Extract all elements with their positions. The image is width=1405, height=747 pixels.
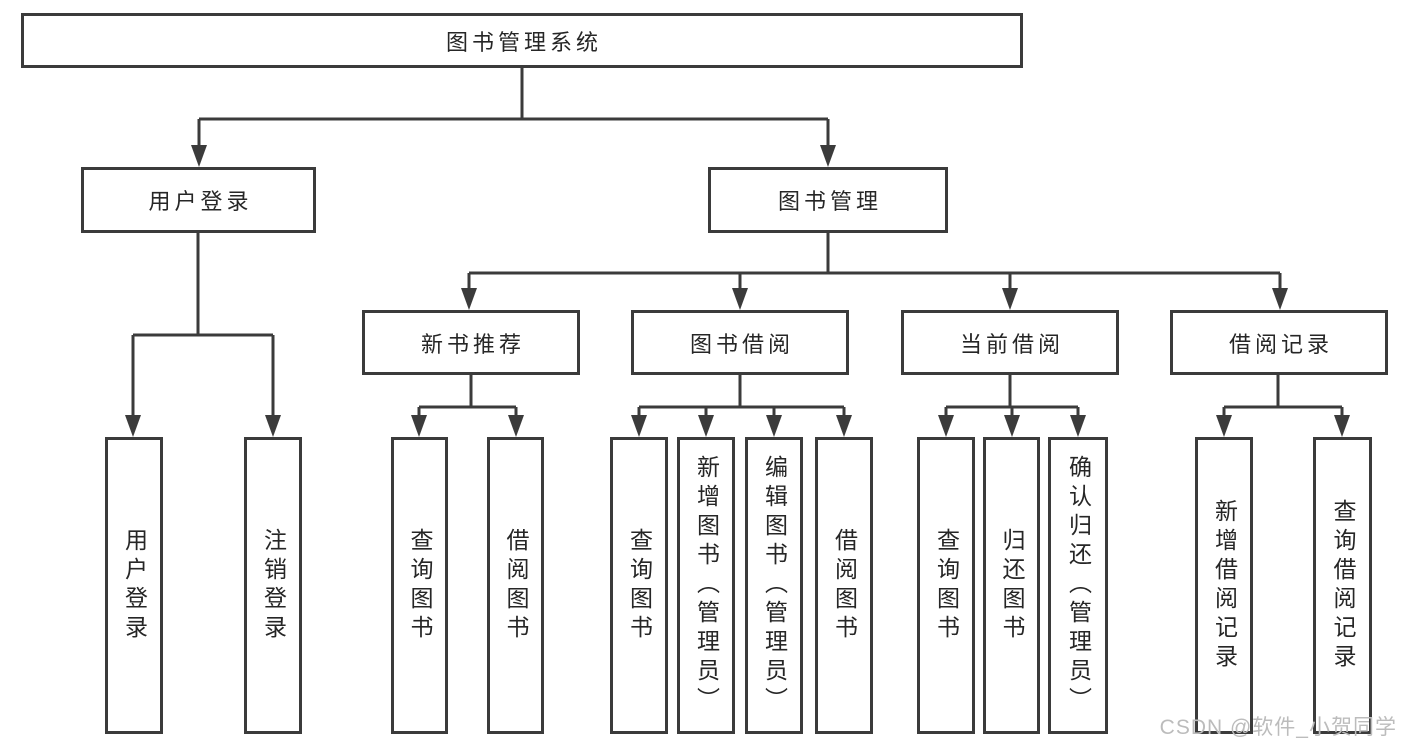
node-label: 借阅图书 [503, 527, 529, 644]
node-label: 图书管理 [777, 189, 882, 214]
node-label: 图书借阅 [689, 331, 794, 357]
node-current-borrow: 当前借阅 [901, 310, 1119, 375]
node-label: 归还图书 [999, 527, 1025, 644]
leaf-user-login: 用户登录 [105, 437, 163, 734]
arrow-down-icon [125, 145, 1350, 437]
leaf-edit-book-admin: 编辑图书（管理员） [745, 437, 803, 734]
leaf-logout: 注销登录 [244, 437, 302, 734]
node-label: 借阅图书 [831, 527, 858, 644]
leaf-query-books-current: 查询图书 [917, 437, 975, 734]
leaf-add-borrow-record: 新增借阅记录 [1195, 437, 1253, 734]
node-borrow-records: 借阅记录 [1170, 310, 1388, 375]
node-label: 查询借阅记录 [1330, 498, 1356, 673]
leaf-borrow-books-recommend: 借阅图书 [487, 437, 544, 734]
node-label: 用户登录 [121, 527, 148, 644]
node-label: 新增图书（管理员） [693, 455, 720, 716]
node-label: 新书推荐 [420, 331, 525, 357]
leaf-confirm-return-admin: 确认归还（管理员） [1048, 437, 1108, 734]
node-book-borrow: 图书借阅 [631, 310, 849, 375]
leaf-query-books-borrow: 查询图书 [610, 437, 668, 734]
csdn-watermark: CSDN @软件_小贺同学 [1159, 716, 1397, 739]
node-label: 确认归还（管理员） [1065, 455, 1092, 716]
node-book-management: 图书管理 [708, 167, 948, 233]
node-label: 查询图书 [407, 527, 433, 644]
node-label: 用户登录 [148, 189, 253, 214]
leaf-add-book-admin: 新增图书（管理员） [677, 437, 735, 734]
node-label: 当前借阅 [959, 331, 1064, 357]
node-label: 查询图书 [933, 527, 960, 644]
node-user-login: 用户登录 [81, 167, 316, 233]
node-label: 图书管理系统 [445, 29, 602, 55]
node-label: 编辑图书（管理员） [761, 455, 788, 716]
leaf-borrow-books: 借阅图书 [815, 437, 873, 734]
leaf-query-borrow-record: 查询借阅记录 [1313, 437, 1372, 734]
node-label: 注销登录 [260, 527, 287, 644]
leaf-query-books-recommend: 查询图书 [391, 437, 448, 734]
node-root: 图书管理系统 [21, 13, 1023, 68]
node-label: 查询图书 [626, 527, 653, 644]
node-label: 新增借阅记录 [1211, 498, 1238, 673]
node-new-book-recommend: 新书推荐 [362, 310, 580, 375]
node-label: 借阅记录 [1228, 331, 1333, 357]
leaf-return-book: 归还图书 [983, 437, 1040, 734]
